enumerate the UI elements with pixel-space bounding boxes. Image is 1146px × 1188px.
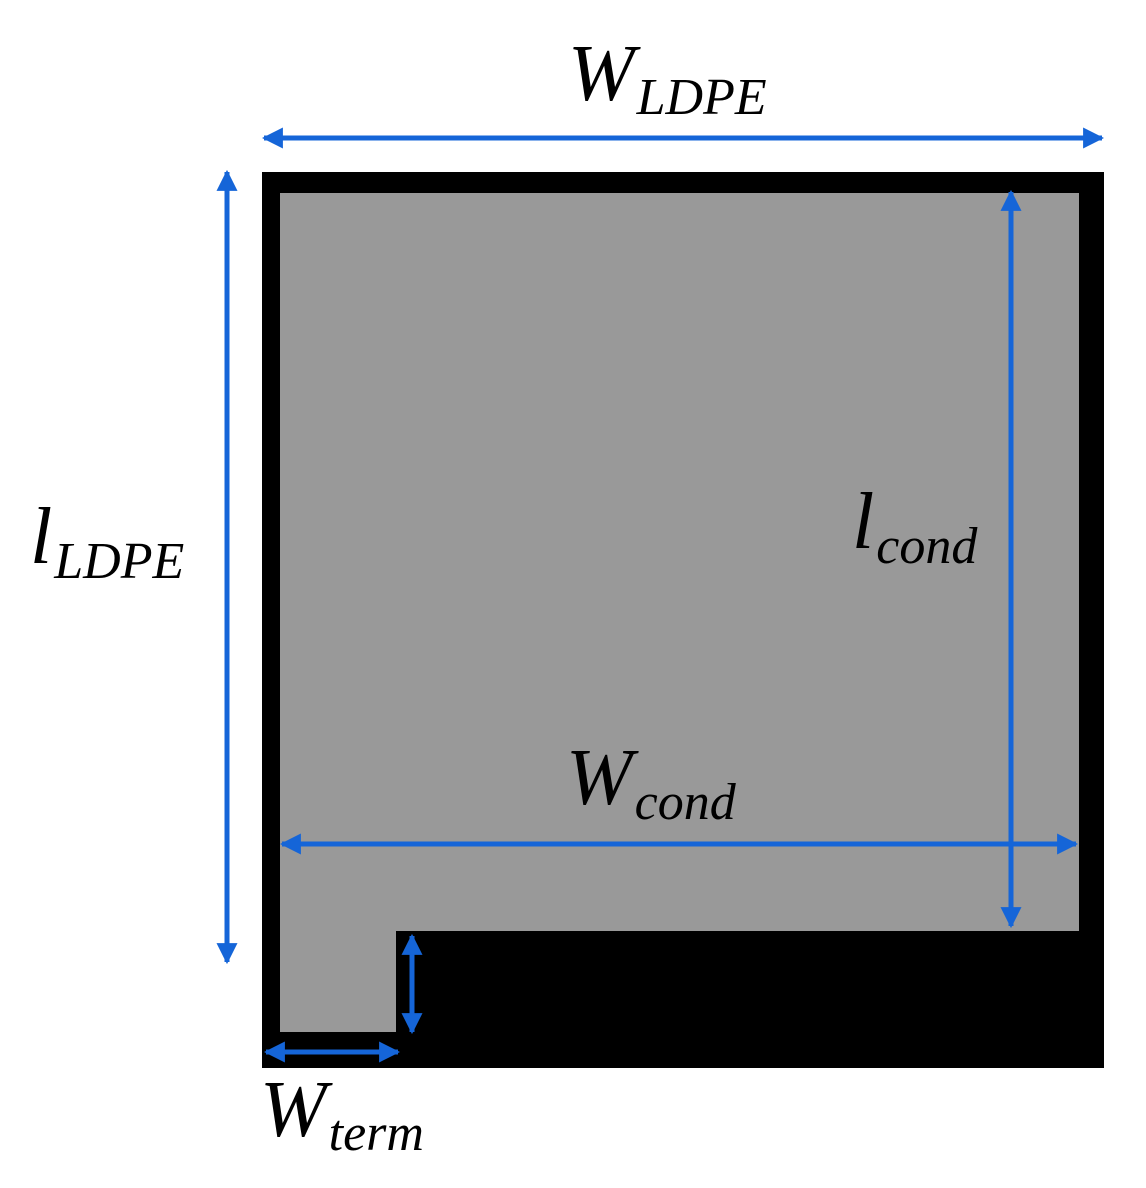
w-cond-label: Wcond: [566, 734, 737, 831]
w-term-label: Wterm: [260, 1066, 424, 1162]
w-ldpe-label: WLDPE: [568, 30, 767, 126]
l-term-label: lterm: [428, 950, 548, 1047]
l-ldpe-label: lLDPE: [30, 493, 184, 590]
conductor-area: [280, 193, 1079, 1032]
l-cond-label: lcond: [852, 478, 978, 575]
